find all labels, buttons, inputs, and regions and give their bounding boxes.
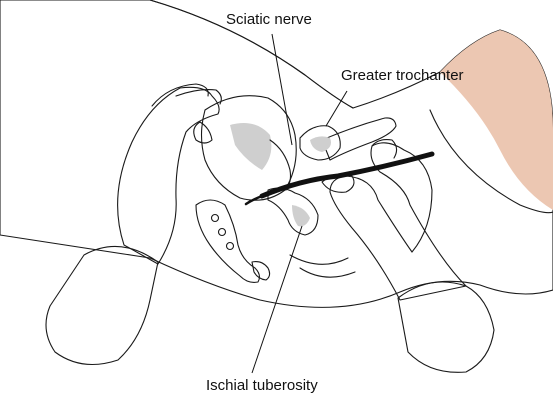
label-sciatic-nerve: Sciatic nerve (226, 11, 312, 28)
coccyx (252, 262, 270, 280)
pelvis-bone (196, 96, 318, 283)
skin-crease-1 (290, 255, 348, 264)
sacral-foramen (227, 243, 234, 250)
skin-crease-2 (300, 268, 355, 277)
ischial-shade (292, 205, 310, 226)
trochanter-shade (310, 136, 331, 152)
femoral-shaft (322, 118, 396, 160)
left-sleeve (46, 246, 158, 364)
left-finger (176, 90, 221, 104)
label-ischial-tuberosity: Ischial tuberosity (206, 377, 318, 394)
buttock-skin-region (0, 0, 553, 307)
right-sleeve (398, 282, 494, 372)
sacral-foramen (212, 215, 219, 222)
right-hand-palm (330, 143, 466, 300)
leader-lines (252, 34, 347, 373)
femur-bone (300, 118, 396, 160)
left-hand (46, 84, 221, 365)
leader-line-greater-trochanter (326, 91, 347, 126)
thigh-shadow (440, 30, 553, 210)
label-greater-trochanter: Greater trochanter (341, 67, 464, 84)
left-thumb (194, 122, 212, 143)
sacrum (196, 200, 259, 282)
sacral-foramen (219, 229, 226, 236)
sciatic-notch-nerve-region (270, 140, 291, 190)
iliac-wing-shade (230, 123, 271, 170)
leader-line-sciatic-nerve (272, 34, 292, 145)
